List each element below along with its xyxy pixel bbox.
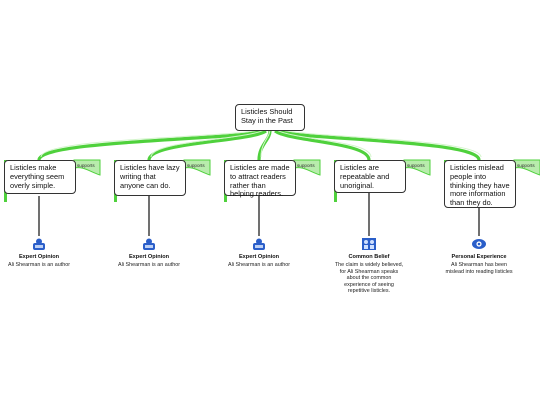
supports-label: supports bbox=[187, 163, 205, 168]
support-connectors bbox=[37, 129, 481, 161]
expert-opinion-icon bbox=[33, 238, 45, 250]
source-type: Expert Opinion bbox=[238, 254, 280, 260]
claim-box-1[interactable]: Listicles make everything seem overly si… bbox=[4, 160, 76, 194]
claim-text: Listicles have lazy writing that anyone … bbox=[120, 163, 180, 190]
claim-box-3[interactable]: Listicles are made to attract readers ra… bbox=[224, 160, 296, 199]
source-type: Common Belief bbox=[348, 254, 390, 260]
claim-box-2[interactable]: Listicles have lazy writing that anyone … bbox=[114, 160, 186, 196]
source-text: The claim is widely believed, for Ali Sh… bbox=[334, 262, 404, 295]
common-belief-icon bbox=[362, 238, 376, 250]
claim-text: Listicles mislead people into thinking t… bbox=[450, 163, 510, 208]
support-flares bbox=[73, 159, 540, 176]
expert-opinion-icon bbox=[253, 238, 265, 250]
source-text: Ali Shearman is an author bbox=[7, 262, 71, 268]
supports-label: supports bbox=[77, 163, 95, 168]
source-type: Personal Experience bbox=[451, 254, 507, 260]
source-text: Ali Shearman has been mislead into readi… bbox=[445, 262, 513, 275]
connector-5 bbox=[278, 129, 481, 161]
claim-text: Listicles are repeatable and unoriginal. bbox=[340, 163, 390, 190]
personal-experience-icon bbox=[472, 239, 486, 249]
claim-text: Listicles make everything seem overly si… bbox=[10, 163, 65, 190]
connector-2 bbox=[147, 129, 267, 161]
source-text: Ali Shearman is an author bbox=[117, 262, 181, 268]
connector-4 bbox=[274, 129, 371, 161]
source-type: Expert Opinion bbox=[128, 254, 170, 260]
supports-label: supports bbox=[407, 163, 425, 168]
claim-text: Listicles are made to attract readers ra… bbox=[230, 163, 290, 199]
root-claim-box[interactable]: Listicles Should Stay in the Past bbox=[235, 104, 305, 131]
source-type: Expert Opinion bbox=[18, 254, 60, 260]
claim-box-5[interactable]: Listicles mislead people into thinking t… bbox=[444, 160, 516, 208]
source-text: Ali Shearman is an author bbox=[227, 262, 291, 268]
connector-highlights bbox=[40, 128, 482, 158]
expert-opinion-icon bbox=[143, 238, 155, 250]
supports-label: supports bbox=[297, 163, 315, 168]
root-claim-text: Listicles Should Stay in the Past bbox=[241, 107, 293, 125]
supports-label: supports bbox=[517, 163, 535, 168]
source-connectors bbox=[38, 193, 480, 236]
connector-1 bbox=[37, 129, 263, 161]
claim-box-4[interactable]: Listicles are repeatable and unoriginal. bbox=[334, 160, 406, 193]
